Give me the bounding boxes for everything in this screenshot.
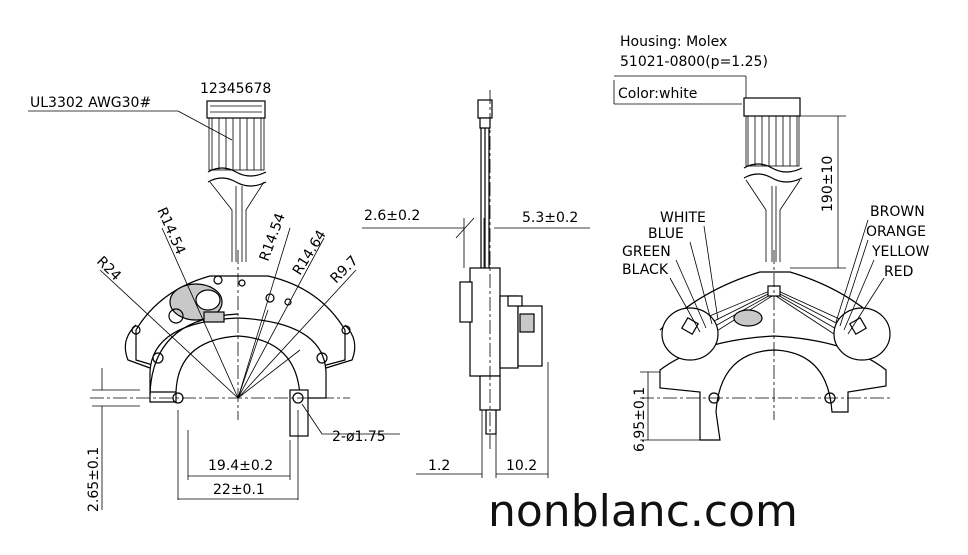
wire-label-brown: BROWN: [870, 204, 925, 220]
housing-part-number: 51021-0800(p=1.25): [620, 54, 768, 70]
left-view: 12345678 UL3302 AWG30#: [28, 81, 400, 512]
radius-label-r1454-a: R14.54: [153, 205, 188, 257]
wire-label-orange: ORANGE: [866, 224, 926, 240]
radius-label-r1464: R14.64: [290, 227, 330, 278]
side-dim-top-right: 5.3±0.2: [522, 210, 578, 226]
wire-label-white: WHITE: [660, 210, 706, 226]
cable-spec-label: UL3302 AWG30#: [30, 95, 151, 111]
dim-outer-width: 22±0.1: [213, 482, 265, 498]
color-note: Color:white: [618, 86, 697, 102]
dim-height-right: 6.95±0.1: [632, 387, 648, 452]
wire-label-green: GREEN: [622, 244, 671, 260]
hole-callout: 2-ø1.75: [332, 429, 386, 445]
wire-label-red: RED: [884, 264, 913, 280]
watermark: nonblanc.com: [488, 486, 798, 537]
side-dim-bottom-right: 10.2: [506, 458, 537, 474]
side-dim-top-left: 2.6±0.2: [364, 208, 420, 224]
wire-label-yellow: YELLOW: [871, 244, 930, 260]
radius-label-r97: R9.7: [328, 253, 362, 287]
pin-numbers: 12345678: [200, 81, 271, 97]
dim-cable-length: 190±10: [820, 156, 836, 212]
radius-label-r1454-b: R14.54: [257, 211, 289, 263]
side-dim-bottom-left: 1.2: [428, 458, 450, 474]
right-view: Housing: Molex 51021-0800(p=1.25) Color:…: [613, 34, 930, 452]
radius-label-r24: R24: [93, 254, 124, 285]
dim-inner-width: 19.4±0.2: [208, 458, 273, 474]
wire-label-black: BLACK: [622, 262, 669, 278]
dim-height-left: 2.65±0.1: [86, 447, 102, 512]
side-view: 2.6±0.2 5.3±0.2 1.2 10.2: [362, 90, 590, 478]
wire-label-blue: BLUE: [648, 226, 684, 242]
housing-label: Housing: Molex: [620, 34, 727, 50]
